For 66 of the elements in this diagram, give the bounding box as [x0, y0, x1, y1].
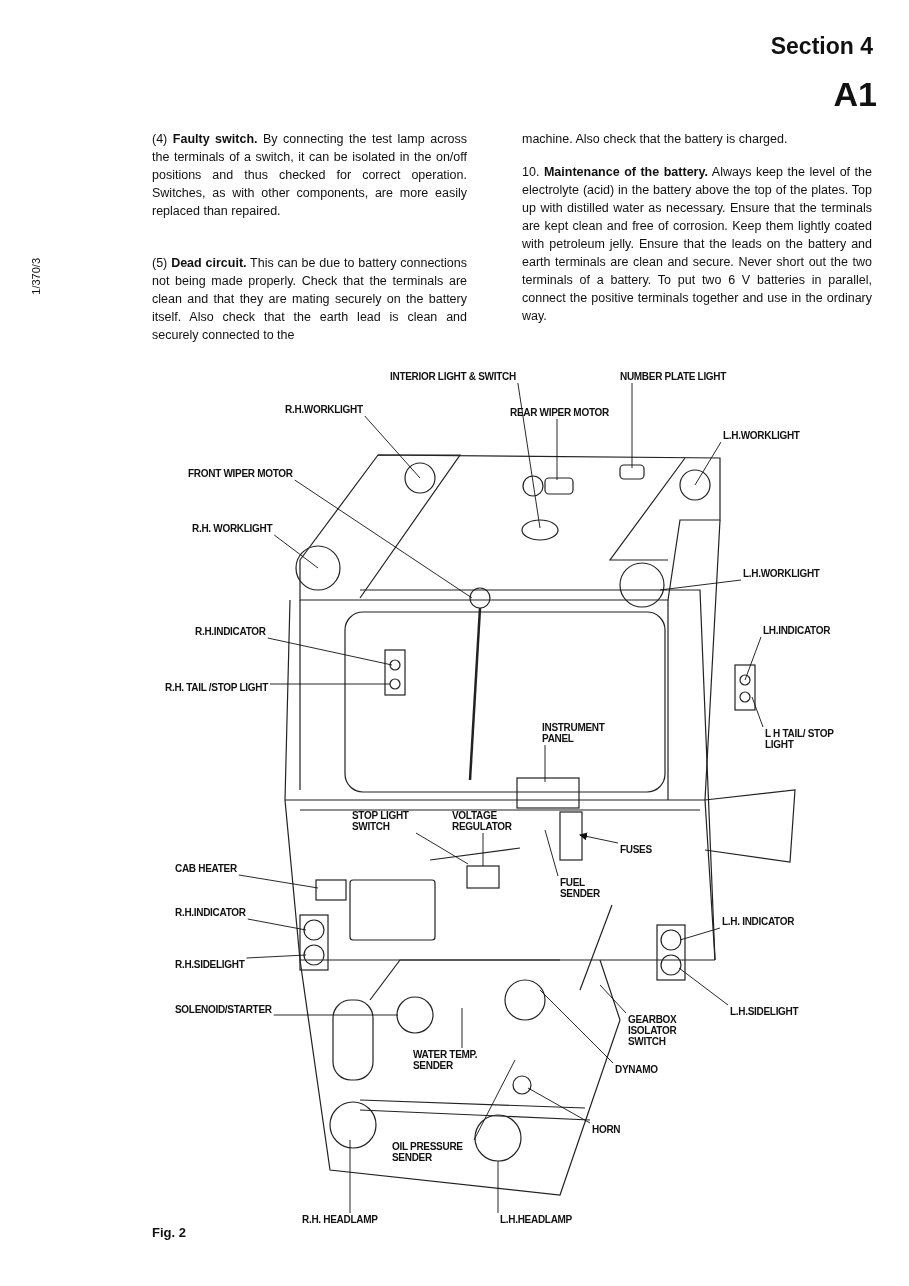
callout-label: DYNAMO	[615, 1064, 658, 1075]
leader-line	[544, 744, 546, 783]
leader-line	[415, 832, 469, 865]
leader-line	[349, 1139, 351, 1214]
leader-line	[744, 636, 762, 681]
paragraph: (4) Faulty switch. By connecting the test lamp across the terminals of a switch, it can be isolated in the on/off positions and thus checked for correct operation. Switches, as with other components, are more easily replaced than repaired.	[152, 131, 467, 220]
paragraph: (5) Dead circuit. This can be due to battery connections not being made properly. Check that the terminals are clean and that they are mating securely on the battery itself. Also check that the earth lead is clean and securely connected to the	[152, 255, 467, 344]
callout-label: VOLTAGE REGULATOR	[452, 810, 522, 832]
leader-line	[246, 954, 307, 959]
callout-label: L.H.WORKLIGHT	[743, 568, 820, 579]
leader-line	[539, 989, 614, 1064]
leader-line	[473, 1059, 516, 1141]
callout-label: L.H.SIDELIGHT	[730, 1006, 799, 1017]
callout-label: GEARBOX ISOLATOR SWITCH	[628, 1014, 698, 1047]
callout-label: STOP LIGHT SWITCH	[352, 810, 414, 832]
callout-label: L.H.WORKLIGHT	[723, 430, 800, 441]
leader-line	[556, 418, 558, 481]
callout-label: OIL PRESSURE SENDER	[392, 1141, 472, 1163]
leader-line	[238, 874, 319, 889]
callout-label: HORN	[592, 1124, 621, 1135]
callout-label: LH.INDICATOR	[763, 625, 831, 636]
callout-label: FUEL SENDER	[560, 877, 610, 899]
paragraph: 10. Maintenance of the battery. Always keep the level of the electrolyte (acid) in the battery above the top of the plates. Top up with distilled water as necessary. Ensure that the terminals are kept clean and free of corrosion. Keep them lightly coated with petroleum jelly. Ensure that the leads on the battery and earth terminals are clean and secure. Never short out the two terminals of a battery. To put two 6 V batteries in parallel, connect the positive terminals together and use in the ordinary way.	[522, 164, 872, 325]
callout-label: R.H.INDICATOR	[175, 907, 246, 918]
page-code: A1	[833, 75, 877, 114]
callout-label: CAB HEATER	[175, 863, 237, 874]
reference-number: 1/370/3	[30, 258, 42, 295]
leader-line	[267, 637, 393, 666]
callout-label: INTERIOR LIGHT & SWITCH	[390, 371, 516, 382]
callout-label: WATER TEMP. SENDER	[413, 1049, 483, 1071]
callout-label: REAR WIPER MOTOR	[510, 407, 609, 418]
callout-label: L H TAIL/ STOP LIGHT	[765, 728, 835, 750]
leader-line	[679, 927, 721, 941]
leader-line	[517, 382, 541, 529]
leader-line	[527, 1087, 591, 1124]
leader-line	[694, 441, 722, 486]
leader-line	[273, 534, 319, 569]
leader-line	[269, 683, 391, 685]
leader-line	[659, 579, 742, 591]
leader-line	[461, 1007, 463, 1049]
leader-line	[544, 829, 559, 877]
callout-label: SOLENOID/STARTER	[175, 1004, 272, 1015]
callout-label: R.H. WORKLIGHT	[192, 523, 273, 534]
leader-line	[497, 1160, 499, 1214]
paragraph: machine. Also check that the battery is charged.	[522, 131, 789, 148]
figure-caption: Fig. 2	[152, 1224, 186, 1242]
callout-label: R.H.INDICATOR	[195, 626, 266, 637]
leader-line	[751, 696, 764, 728]
leader-line	[364, 415, 421, 479]
leader-line	[482, 832, 484, 867]
callout-label: R.H. HEADLAMP	[302, 1214, 378, 1225]
callout-label: L.H.HEADLAMP	[500, 1214, 572, 1225]
leader-line	[294, 479, 473, 599]
section-heading: Section 4	[770, 33, 873, 60]
callout-label: L.H. INDICATOR	[722, 916, 795, 927]
callout-label: FRONT WIPER MOTOR	[188, 468, 293, 479]
leader-line	[273, 1014, 399, 1016]
callout-label: NUMBER PLATE LIGHT	[620, 371, 727, 382]
leader-line	[631, 382, 633, 469]
leader-line	[247, 918, 307, 931]
callout-label: R.H.WORKLIGHT	[285, 404, 363, 415]
leader-line	[678, 967, 729, 1006]
callout-label: R.H. TAIL /STOP LIGHT	[165, 682, 268, 693]
callout-label: FUSES	[620, 844, 652, 855]
leader-line	[599, 984, 627, 1014]
callout-label: R.H.SIDELIGHT	[175, 959, 245, 970]
